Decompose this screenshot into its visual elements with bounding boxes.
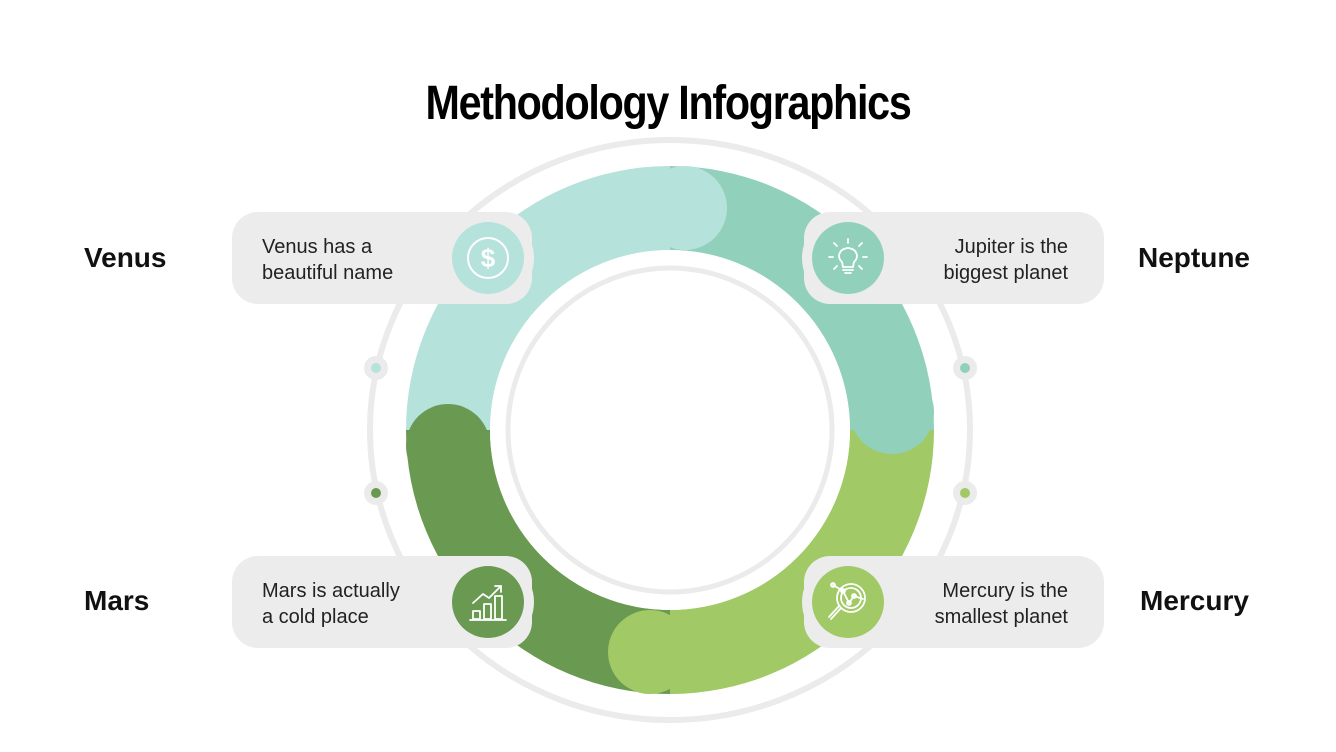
inner-track	[505, 265, 835, 595]
page-title: Methodology Infographics	[425, 77, 911, 130]
svg-text:$: $	[481, 243, 496, 273]
track-dot-venus	[364, 356, 388, 380]
segment-neptune	[670, 166, 934, 430]
label-venus: Venus	[84, 242, 167, 273]
card-text-venus: Venus has a beautiful name	[262, 236, 394, 284]
label-mars: Mars	[84, 585, 150, 616]
segment-mercury	[670, 430, 934, 694]
card-mars: Mars is actually a cold place	[232, 556, 534, 648]
center-disc	[490, 250, 850, 610]
growth-chart-icon	[469, 585, 507, 621]
track-dot-neptune	[953, 356, 977, 380]
magnifier-analytics-icon	[828, 582, 866, 620]
card-text-mercury: Mercury is the smallest planet	[934, 580, 1068, 628]
badge-mercury	[802, 556, 894, 648]
card-text-mars: Mars is actually a cold place	[262, 580, 400, 628]
label-mercury: Mercury	[1140, 585, 1249, 616]
lightbulb-icon	[828, 238, 868, 274]
badge-mars	[442, 556, 534, 648]
card-mercury: Mercury is the smallest planet	[802, 556, 1104, 648]
track-dot-mars	[364, 481, 388, 505]
badge-venus: $	[442, 212, 534, 304]
outer-track	[367, 137, 973, 723]
badge-neptune	[802, 212, 894, 304]
card-text-neptune: Jupiter is the biggest planet	[943, 236, 1068, 284]
card-neptune: Jupiter is the biggest planet	[802, 212, 1104, 304]
track-dot-mercury	[953, 481, 977, 505]
label-neptune: Neptune	[1138, 242, 1250, 273]
dollar-coin-icon: $	[467, 237, 509, 279]
card-venus: Venus has a beautiful name $	[232, 212, 534, 304]
segment-venus	[406, 166, 670, 430]
segment-mars	[406, 430, 670, 694]
